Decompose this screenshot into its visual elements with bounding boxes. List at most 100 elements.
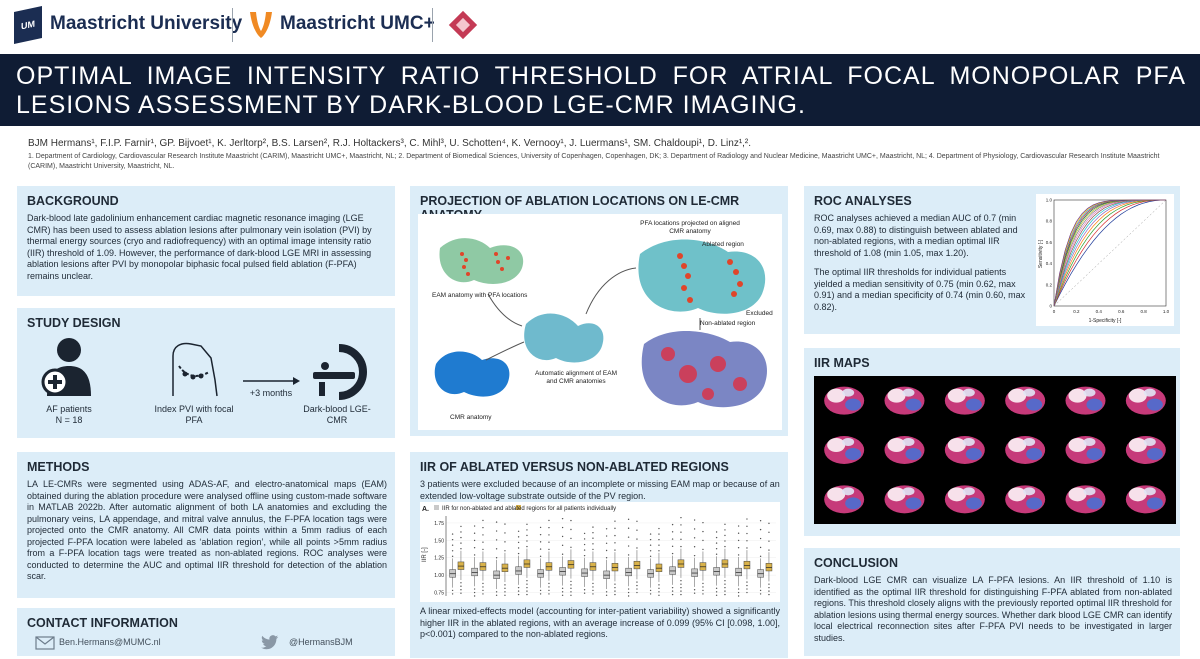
outlier-point [614,593,616,596]
outlier-point [614,586,616,589]
outlier-point [724,590,726,592]
outlier-point [526,593,528,596]
background-text: Dark-blood late gadolinium enhancement c… [27,213,372,281]
outlier-point [548,593,550,595]
outlier-point [570,546,572,549]
outlier-point [759,537,762,540]
outlier-point [495,557,498,559]
outlier-point [460,525,462,528]
outlier-point [649,538,652,541]
outlier-point [548,541,550,543]
iir-map-thumbnail [1065,436,1106,464]
outlier-point [693,528,696,530]
outlier-point [460,585,462,587]
outlier-point [539,555,542,558]
outlier-point [539,526,542,529]
outlier-point [693,519,696,521]
outlier-point [724,534,726,537]
outlier-point [614,520,616,522]
outlier-point [570,591,572,593]
x-tick-label: 0 [1053,309,1056,314]
outlier-point [702,548,704,551]
outlier-point [636,588,638,590]
outlier-point [592,543,594,545]
outlier-point [746,540,748,542]
outlier-point [460,531,462,533]
outlier-point [746,591,748,594]
outlier-point [526,590,528,592]
outlier-point [539,593,542,595]
iir-maps-panel: IIR MAPS [804,348,1180,536]
background-panel: BACKGROUND Dark-blood late gadolinium en… [17,186,395,296]
chance-line [1053,199,1167,307]
iir-map-thumbnail [944,436,985,464]
outlier-point [658,550,660,552]
cmr-anatomy-label: CMR anatomy [450,414,492,421]
outlier-point [561,594,564,597]
outlier-point [570,537,572,540]
outlier-point [614,590,616,592]
iir-map-thumbnail [1005,485,1046,514]
outlier-point [715,553,718,555]
outlier-point [671,586,674,589]
outlier-point [746,581,748,583]
outlier-point [614,549,616,551]
outlier-point [768,522,770,525]
x-tick-label: 1.0 [1163,309,1170,314]
outlier-point [746,532,748,535]
outlier-point [460,592,462,594]
roc-text-2: The optimal IIR thresholds for individua… [814,267,1026,312]
outlier-point [702,582,704,585]
outlier-point [746,525,748,527]
contact-email[interactable]: Ben.Hermans@MUMC.nl [59,637,161,647]
outlier-point [460,542,462,544]
outlier-point [482,593,484,595]
conclusion-panel: CONCLUSION Dark-blood LGE CMR can visual… [804,548,1180,656]
section-title: IIR MAPS [814,356,870,370]
outlier-point [583,589,586,591]
outlier-point [737,591,740,594]
iir-map-thumbnail [884,436,925,464]
patient-icon [41,338,91,396]
outlier-point [526,534,528,537]
outlier-point [768,531,770,533]
email-icon [35,636,55,650]
iir-map-thumbnail [884,386,925,415]
roc-series-line [1053,199,1167,307]
outlier-point [737,539,740,542]
outlier-point [627,591,630,594]
outlier-point [570,519,572,522]
outlier-point [539,541,542,543]
outlier-point [482,589,484,592]
outlier-point [724,586,726,589]
outlier-point [451,555,454,558]
author-list: BJM Hermans¹, F.I.P. Farnir¹, GP. Bijvoe… [28,138,752,149]
outlier-point [504,532,506,534]
y-tick-label: 1.50 [434,538,444,544]
panel-label: A. [422,506,429,513]
outlier-point [724,523,726,526]
outlier-point [504,591,506,593]
roc-text-1: ROC analyses achieved a median AUC of 0.… [814,213,1018,258]
outlier-point [548,548,550,551]
outlier-point [759,593,762,595]
y-tick-label: 1.0 [1046,198,1053,203]
outlier-point [504,523,506,525]
outlier-point [680,579,682,582]
outlier-point [539,533,542,536]
outlier-point [504,594,506,597]
outlier-point [548,589,550,592]
outlier-point [482,534,484,536]
outlier-point [526,523,528,526]
divider [432,8,433,42]
x-tick-label: 0.6 [1118,309,1125,314]
outlier-point [636,538,638,540]
outlier-point [526,586,528,589]
outlier-point [526,579,528,582]
contact-twitter[interactable]: @HermansBJM [289,637,353,647]
outlier-point [680,586,682,589]
outlier-point [583,592,586,594]
outlier-point [482,586,484,588]
section-title: STUDY DESIGN [27,316,121,330]
outlier-point [759,555,762,558]
